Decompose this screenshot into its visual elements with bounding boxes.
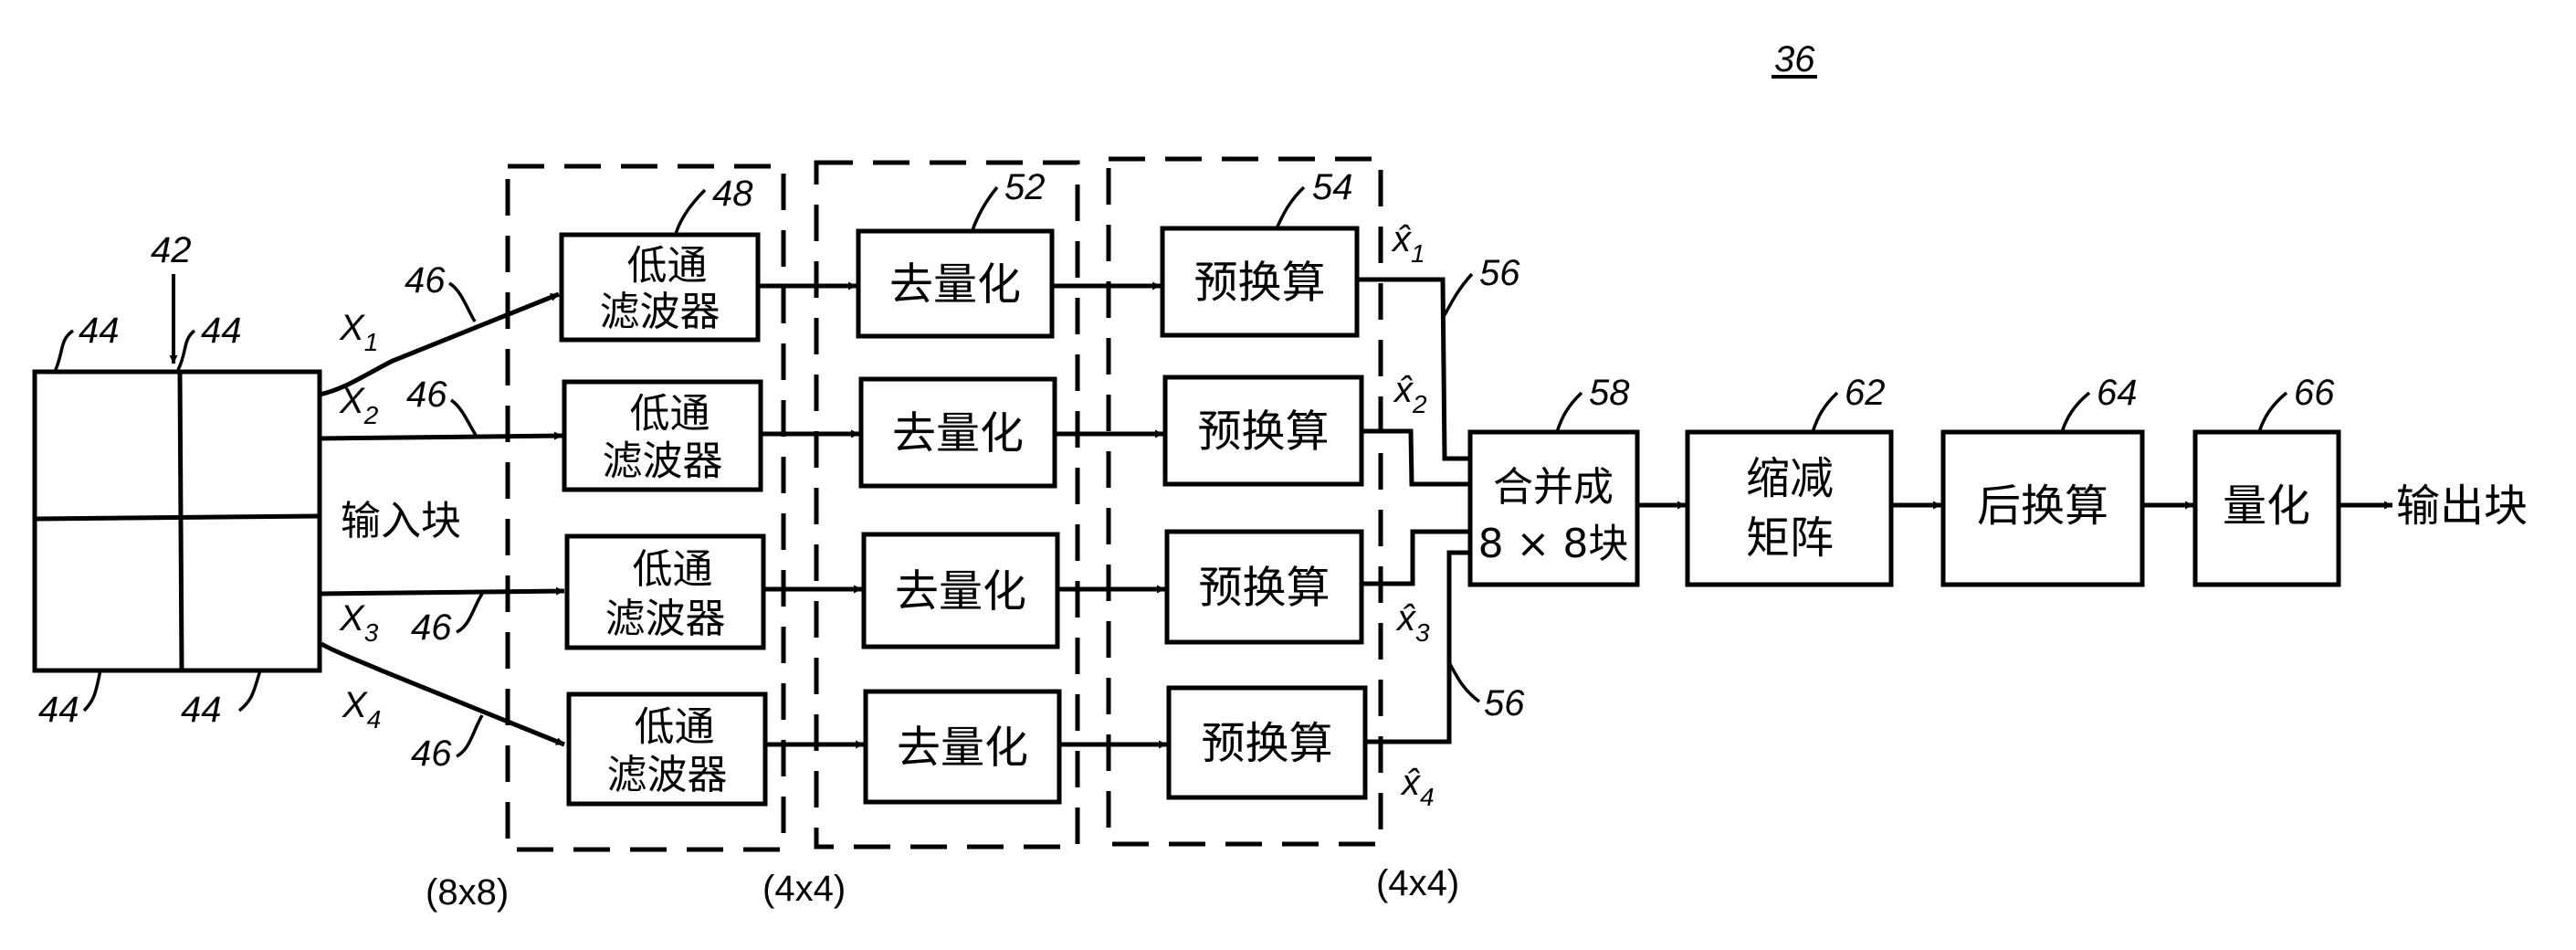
signal-label-x2: X2 bbox=[339, 381, 379, 429]
reduce-line1: 缩减 bbox=[1746, 453, 1834, 504]
ref-64: 64 bbox=[2097, 373, 2138, 413]
leader-44-bl bbox=[84, 670, 100, 711]
input-block-label: 输入块 bbox=[341, 498, 461, 544]
quantize-block: 量化 66 bbox=[2195, 373, 2339, 585]
pretransform-label: 预换算 bbox=[1198, 563, 1330, 614]
ref-62: 62 bbox=[1845, 373, 1886, 413]
leader-56-bottom bbox=[1450, 664, 1479, 702]
signal-label-x4: X4 bbox=[342, 685, 381, 734]
leader-44-br bbox=[239, 670, 260, 711]
signal-label-x3: X3 bbox=[339, 598, 379, 647]
pretransform-label: 预换算 bbox=[1201, 718, 1332, 769]
leader-54 bbox=[1277, 187, 1304, 228]
size-label-4x4-a: (4x4) bbox=[762, 869, 846, 909]
dequant-label: 去量化 bbox=[889, 259, 1021, 311]
leader-46-x1 bbox=[449, 283, 475, 322]
ref-52: 52 bbox=[1004, 167, 1046, 207]
leader-46-x4 bbox=[457, 715, 482, 756]
out-label-x3: x̂3 bbox=[1395, 598, 1430, 647]
signal-wire-x3 bbox=[320, 591, 564, 594]
lpf-label-line2: 滤波器 bbox=[603, 438, 723, 484]
ref-42: 42 bbox=[151, 230, 192, 270]
lpf-label-line2: 滤波器 bbox=[600, 289, 720, 335]
lpf-label-line1: 低通 bbox=[635, 703, 715, 750]
leader-46-x2 bbox=[451, 400, 477, 437]
leader-56-top bbox=[1445, 274, 1472, 315]
out-label-x1: x̂1 bbox=[1391, 219, 1425, 268]
lpf-label-line1: 低通 bbox=[627, 242, 708, 289]
pretransform-label: 预换算 bbox=[1193, 258, 1325, 309]
input-block: 42 44 44 44 44 输入块 bbox=[35, 230, 461, 730]
lpf-label-line1: 低通 bbox=[633, 546, 713, 593]
leader-58 bbox=[1557, 393, 1582, 432]
ref-56-bottom: 56 bbox=[1484, 683, 1525, 723]
leader-62 bbox=[1813, 393, 1837, 432]
post-transform-block: 后换算 64 bbox=[1943, 373, 2142, 585]
processing-row: 低通滤波器 去量化 预换算 bbox=[569, 688, 1365, 804]
out-label-x2: x̂2 bbox=[1393, 370, 1427, 418]
ref-44-bl: 44 bbox=[38, 690, 79, 730]
ref-56-top: 56 bbox=[1479, 253, 1520, 293]
reduce-line2: 矩阵 bbox=[1746, 512, 1834, 564]
leader-44-tr bbox=[178, 331, 195, 370]
size-label-4x4-b: (4x4) bbox=[1376, 863, 1459, 903]
pretransform-label: 预换算 bbox=[1197, 406, 1329, 458]
ref-66: 66 bbox=[2294, 373, 2335, 413]
reduce-matrix-block: 缩减 矩阵 62 bbox=[1688, 373, 1891, 585]
signal-label-x1: X1 bbox=[339, 308, 378, 356]
out-label-x4: x̂4 bbox=[1400, 763, 1435, 811]
lpf-label-line2: 滤波器 bbox=[605, 596, 726, 642]
input-block-frame bbox=[35, 372, 320, 670]
merge-line2: 8 × 8块 bbox=[1478, 521, 1629, 567]
ref-58: 58 bbox=[1589, 373, 1630, 413]
leader-48 bbox=[676, 190, 705, 234]
ref-48: 48 bbox=[712, 174, 753, 214]
processing-row: 低通滤波器 去量化 预换算 bbox=[564, 377, 1362, 490]
ref-44-br: 44 bbox=[181, 690, 222, 730]
input-block-divider-h bbox=[37, 516, 320, 519]
output-block-label: 输出块 bbox=[2396, 480, 2528, 532]
processing-row: 低通滤波器 去量化 预换算 bbox=[562, 228, 1357, 340]
leader-64 bbox=[2062, 393, 2089, 432]
merge-block: 合并成 8 × 8块 58 bbox=[1470, 373, 1637, 585]
processing-rows: 低通滤波器去量化预换算低通滤波器去量化预换算低通滤波器去量化预换算低通滤波器去量… bbox=[562, 228, 1365, 804]
lpf-label-line1: 低通 bbox=[630, 391, 710, 438]
ref-44-tl: 44 bbox=[79, 311, 120, 351]
processing-row: 低通滤波器 去量化 预换算 bbox=[567, 532, 1362, 648]
lpf-label-line2: 滤波器 bbox=[607, 752, 728, 798]
ref-46-x3: 46 bbox=[411, 607, 452, 648]
size-label-8x8: (8x8) bbox=[426, 872, 509, 913]
leader-46-x3 bbox=[457, 594, 482, 632]
dequant-label: 去量化 bbox=[892, 408, 1024, 459]
dequant-label: 去量化 bbox=[897, 723, 1028, 774]
signal-wire-x2 bbox=[320, 436, 563, 438]
dequant-label: 去量化 bbox=[895, 566, 1026, 618]
ref-46-x4: 46 bbox=[411, 734, 452, 774]
figure-number-text: 36 bbox=[1774, 39, 1815, 79]
bus-wire-3 bbox=[1362, 532, 1470, 584]
leader-66 bbox=[2259, 393, 2287, 432]
input-block-divider-v bbox=[180, 372, 182, 670]
ref-46-x2: 46 bbox=[406, 375, 447, 415]
post-transform-label: 后换算 bbox=[1977, 480, 2108, 532]
leader-44-tl bbox=[55, 331, 73, 372]
quantize-label: 量化 bbox=[2223, 480, 2310, 532]
leader-52 bbox=[973, 187, 997, 230]
ref-54: 54 bbox=[1312, 167, 1353, 207]
ref-44-tr: 44 bbox=[201, 311, 242, 351]
figure-number: 36 bbox=[1772, 39, 1817, 79]
merge-line1: 合并成 bbox=[1493, 464, 1614, 511]
ref-46-x1: 46 bbox=[405, 260, 446, 301]
